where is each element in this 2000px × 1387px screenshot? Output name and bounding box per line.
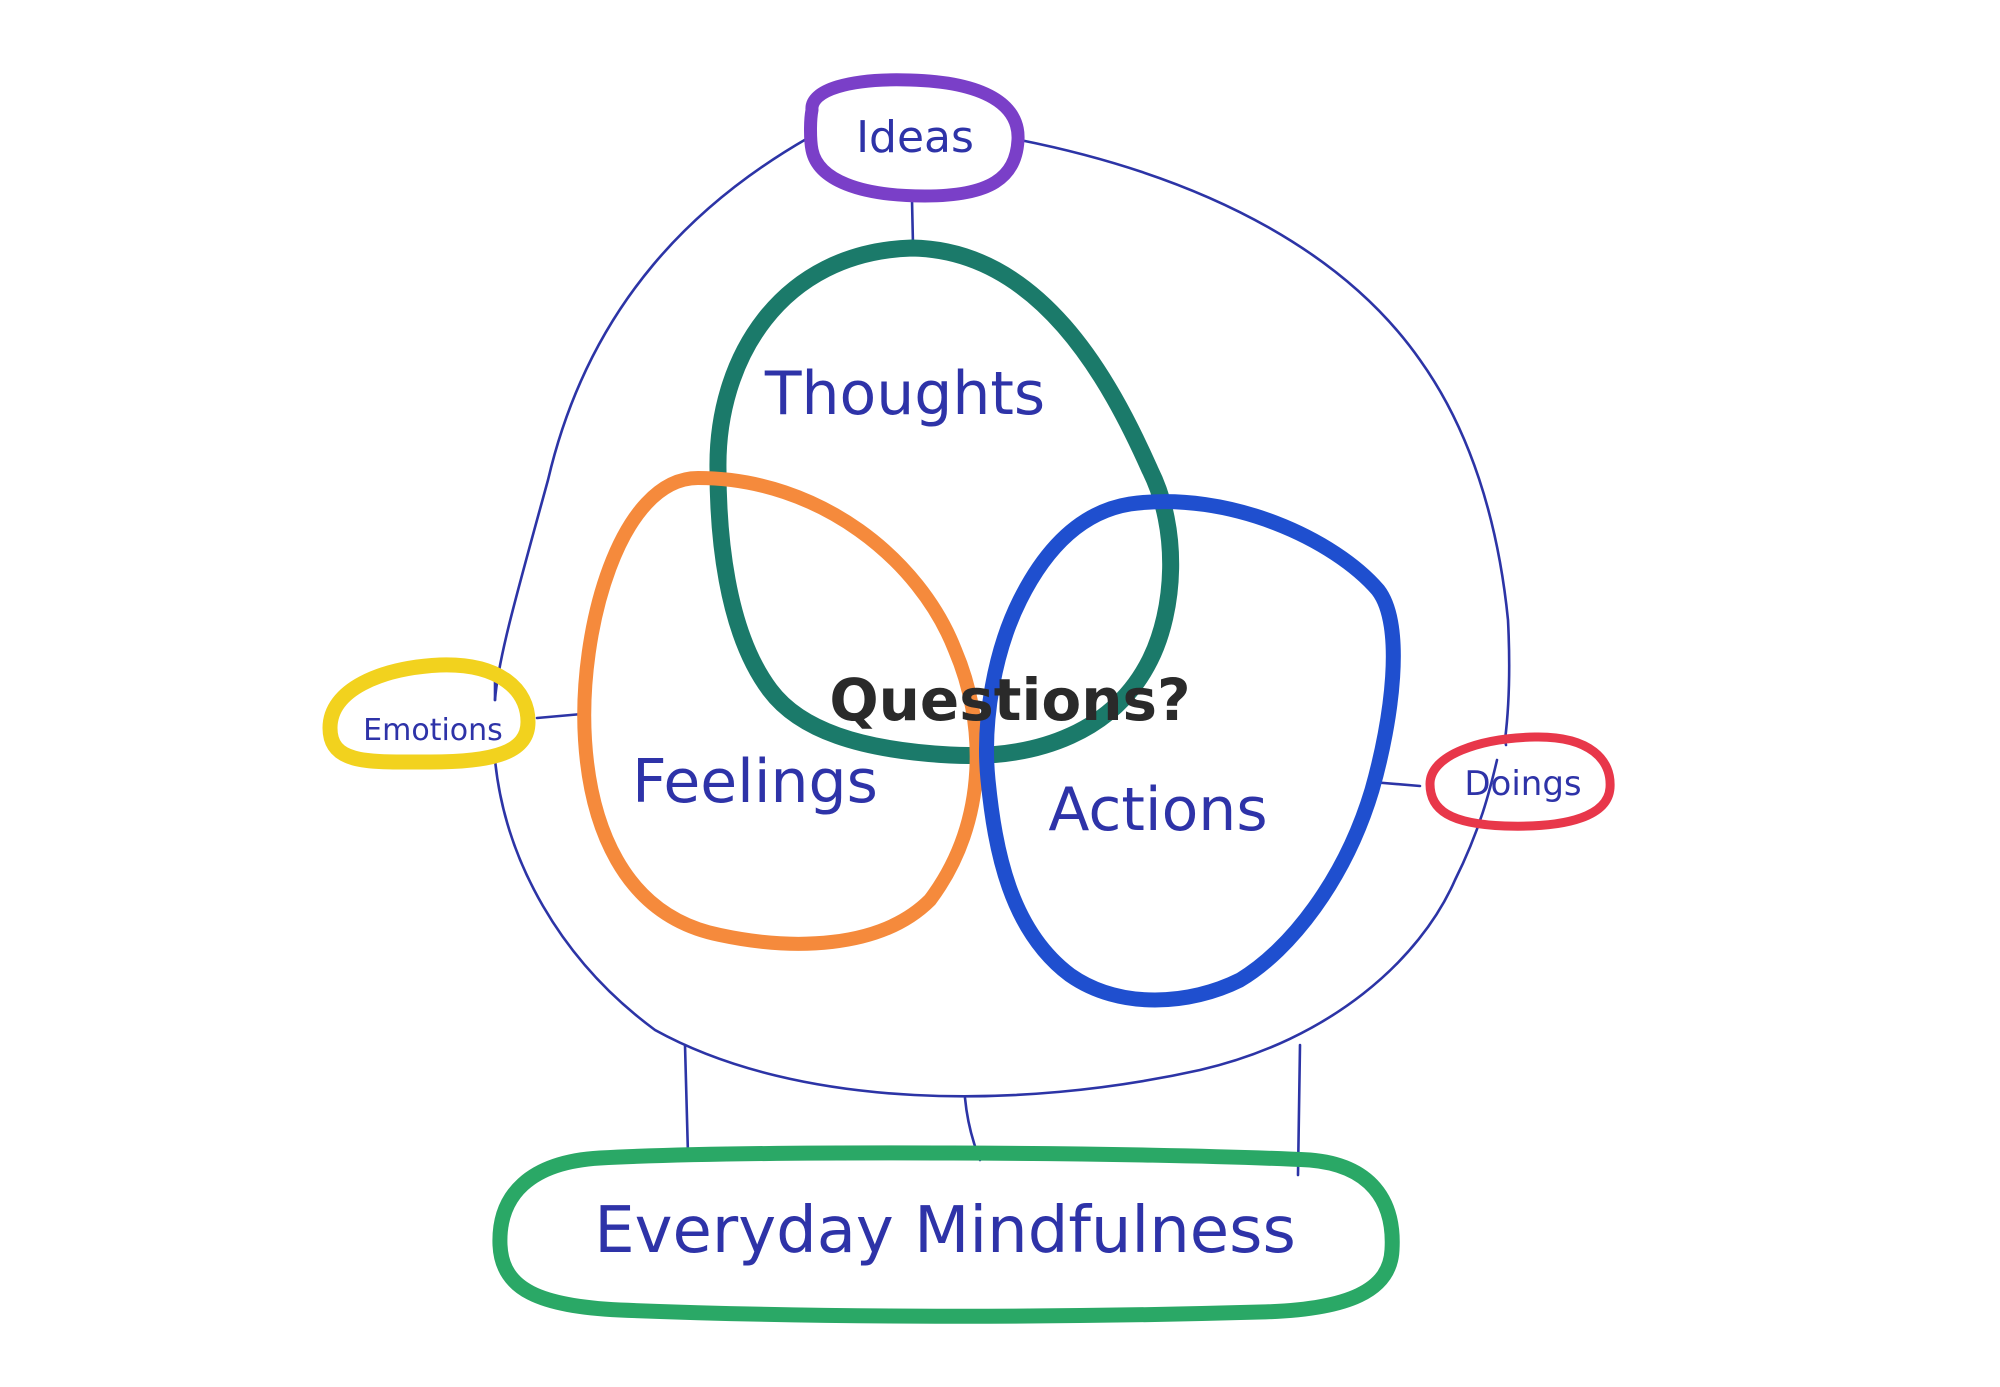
- outer-outline: [493, 136, 1511, 1098]
- thoughts-label: Thoughts: [764, 359, 1045, 429]
- everyday-mindfulness-label: Everyday Mindfulness: [594, 1194, 1296, 1268]
- questions-label: Questions?: [829, 666, 1190, 734]
- doings-label: Doings: [1464, 764, 1581, 804]
- doings-oval: [1425, 732, 1615, 831]
- feelings-circle: [577, 471, 984, 951]
- ideas-oval: [804, 73, 1025, 203]
- feelings-label: Feelings: [632, 747, 878, 817]
- thoughts-circle: [709, 239, 1180, 765]
- actions-circle: [979, 494, 1401, 1008]
- mindfulness-capsule: [492, 1145, 1400, 1324]
- connector-mindfulness-left: [683, 1043, 690, 1157]
- connector-emotions-feelings: [535, 712, 584, 720]
- emotions-label: Emotions: [363, 713, 503, 748]
- connector-ideas-thoughts: [910, 198, 915, 247]
- emotions-oval: [322, 657, 536, 770]
- actions-label: Actions: [1048, 775, 1267, 845]
- ideas-label: Ideas: [856, 112, 974, 163]
